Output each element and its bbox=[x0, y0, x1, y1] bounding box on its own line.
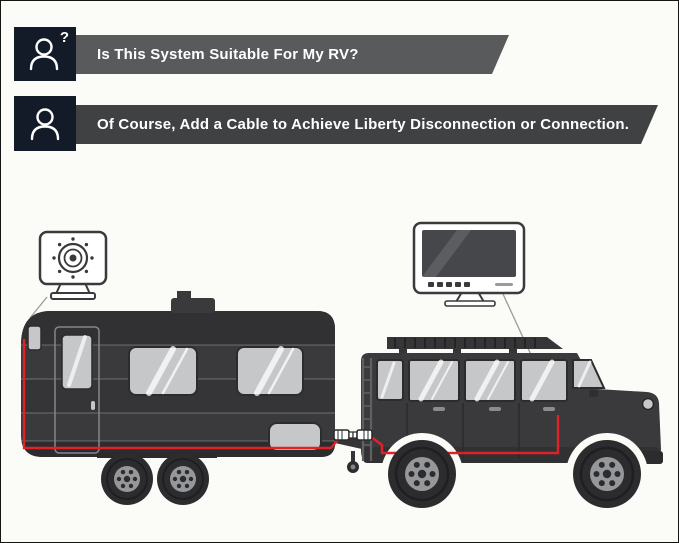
side-mirror bbox=[589, 390, 598, 397]
camera-cable-route-vehicle bbox=[369, 415, 560, 455]
person-bust-icon bbox=[30, 107, 60, 140]
person-icon bbox=[14, 96, 76, 151]
camera-cable-route-trailer bbox=[22, 339, 341, 450]
question-text: Is This System Suitable For My RV? bbox=[97, 46, 359, 63]
trailer-door bbox=[54, 326, 100, 454]
suv-wheel bbox=[386, 438, 458, 510]
quick-disconnect-plugs bbox=[333, 429, 373, 441]
question-ribbon: Is This System Suitable For My RV? bbox=[71, 35, 509, 74]
person-bust-icon bbox=[29, 38, 59, 71]
suv-quarter-window bbox=[376, 359, 404, 401]
person-question-icon: ? bbox=[14, 27, 76, 81]
backup-camera-icon bbox=[38, 230, 108, 300]
trailer-front-window bbox=[27, 325, 42, 351]
suv-wheel bbox=[571, 438, 643, 510]
question-mark: ? bbox=[59, 29, 69, 46]
trailer-wheel bbox=[156, 452, 210, 506]
headlight bbox=[641, 397, 655, 411]
answer-ribbon: Of Course, Add a Cable to Achieve Libert… bbox=[71, 105, 658, 144]
dash-monitor-icon bbox=[412, 221, 526, 307]
travel-trailer bbox=[21, 291, 393, 506]
camera-leader-line bbox=[29, 296, 48, 319]
storage-box bbox=[268, 422, 322, 452]
trailer-wheel bbox=[100, 452, 154, 506]
answer-text: Of Course, Add a Cable to Achieve Libert… bbox=[97, 116, 630, 133]
